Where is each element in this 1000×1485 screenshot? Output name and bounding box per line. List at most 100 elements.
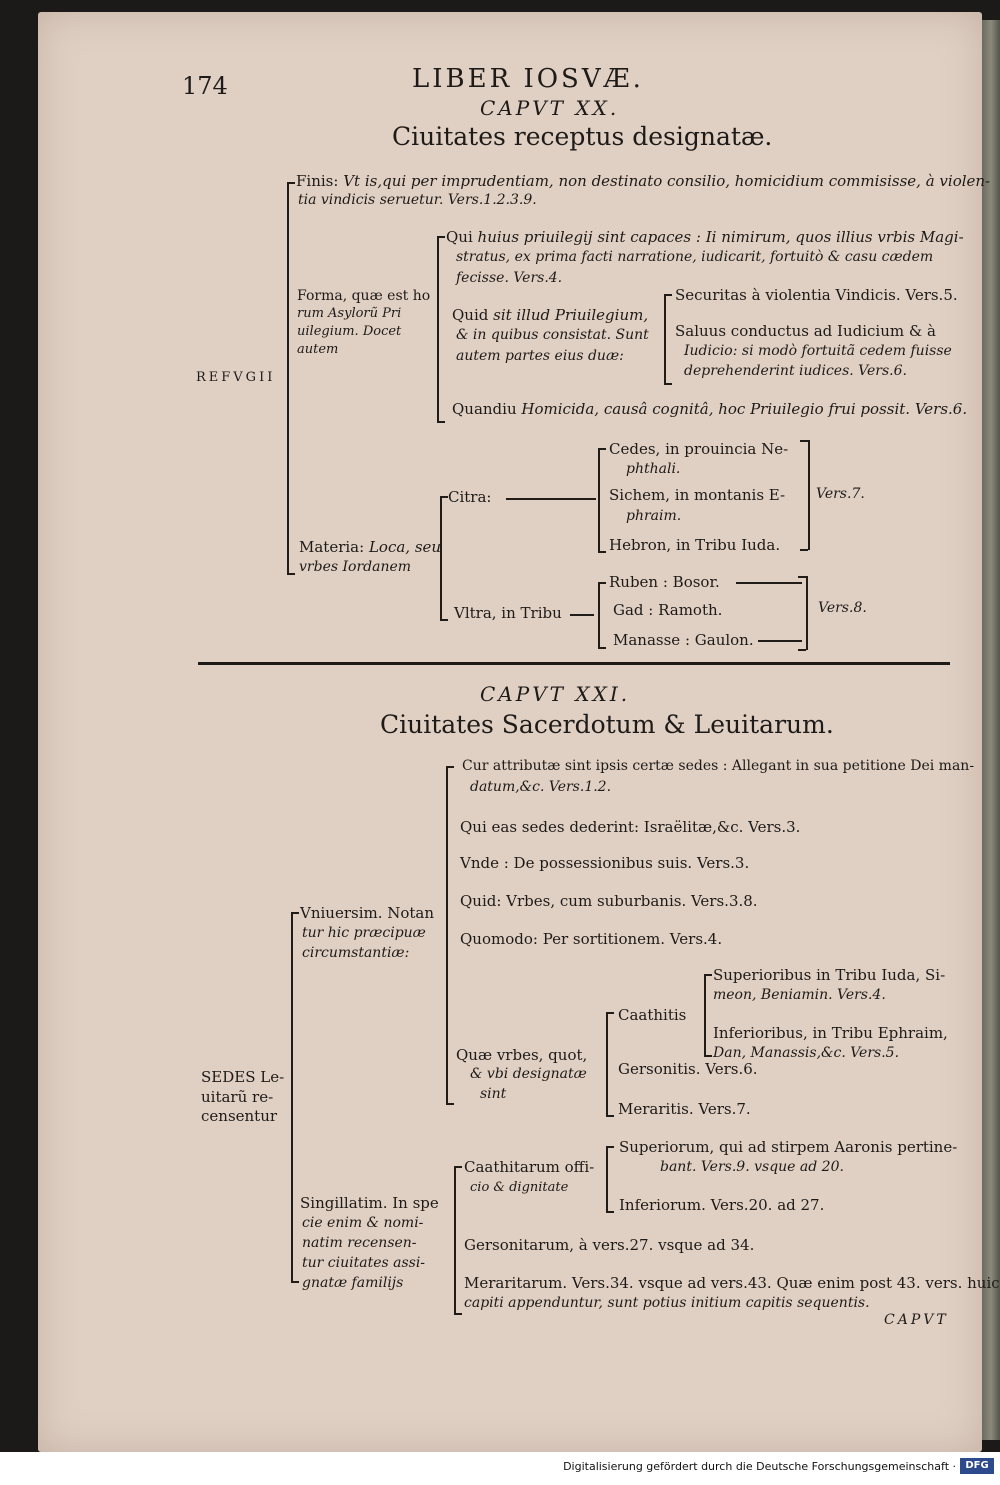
caathitis-line: Caathitis bbox=[618, 1006, 687, 1024]
chapter-20-heading: CAPVT XX. bbox=[480, 96, 620, 120]
caathitarum-line-1: Caathitarum offi- bbox=[464, 1158, 595, 1176]
qui-line-1: Qui huius priuilegij sint capaces : Ii n… bbox=[446, 228, 964, 246]
citra-label: Citra: bbox=[448, 488, 492, 506]
brace-tick bbox=[800, 440, 808, 442]
forma-label-2: rum Asylorũ Pri bbox=[297, 306, 402, 321]
materia-line-2: vrbes Iordanem bbox=[299, 559, 412, 575]
running-title: LIBER IOSVÆ. bbox=[412, 64, 644, 94]
quid-vrbes-line: Quid: Vrbes, cum suburbanis. Vers.3.8. bbox=[460, 892, 758, 910]
superioribus-line-1: Superioribus in Tribu Iuda, Si- bbox=[713, 966, 946, 984]
qui-line-3: fecisse. Vers.4. bbox=[456, 270, 563, 286]
brace-tick bbox=[446, 1103, 454, 1105]
sichem-line-1: Sichem, in montanis E- bbox=[609, 486, 786, 504]
securitas-line: Securitas à violentia Vindicis. Vers.5. bbox=[675, 286, 958, 304]
brace-tick bbox=[606, 1211, 614, 1213]
brace-tick bbox=[664, 294, 672, 296]
singillatim-line-3: natim recensen- bbox=[302, 1235, 417, 1251]
brace-caathitarum bbox=[606, 1146, 608, 1212]
inferioribus-line-2: Dan, Manassis,&c. Vers.5. bbox=[713, 1045, 900, 1061]
saluus-line-2: Iudicio: si modò fortuitã cedem fuisse bbox=[684, 343, 952, 359]
cedes-line-1: Cedes, in prouincia Ne- bbox=[609, 440, 789, 458]
ruben-line: Ruben : Bosor. bbox=[609, 573, 720, 591]
brace-vltra bbox=[598, 582, 600, 648]
brace-refugii bbox=[287, 182, 289, 574]
vltra-connector bbox=[570, 614, 594, 616]
quid-line-3: autem partes eius duæ: bbox=[456, 348, 624, 364]
finis-line-2: tia vindicis seruetur. Vers.1.2.3.9. bbox=[298, 192, 537, 208]
brace-tick bbox=[291, 912, 299, 914]
footer-credit: Digitalisierung gefördert durch die Deut… bbox=[563, 1460, 956, 1473]
vltra-vers: Vers.8. bbox=[818, 600, 867, 616]
vniuersim-line-2: tur hic præcipuæ bbox=[302, 925, 426, 941]
brace-tick bbox=[606, 1012, 614, 1014]
brace-vltra-right bbox=[806, 576, 808, 650]
brace-tick bbox=[606, 1146, 614, 1148]
quae-line-2: & vbi designatæ bbox=[470, 1066, 587, 1082]
singillatim-line-1: Singillatim. In spe bbox=[300, 1194, 439, 1212]
brace-tick bbox=[664, 383, 672, 385]
page-number: 174 bbox=[182, 72, 228, 100]
ruben-connector bbox=[736, 582, 802, 584]
superioribus-line-2: meon, Beniamin. Vers.4. bbox=[713, 987, 886, 1003]
brace-tick bbox=[454, 1166, 462, 1168]
sichem-line-2: phraim. bbox=[626, 508, 682, 524]
chapter-21-heading: CAPVT XXI. bbox=[480, 682, 631, 706]
brace-tick bbox=[598, 448, 606, 450]
brace-tick bbox=[598, 647, 606, 649]
saluus-line-1: Saluus conductus ad Iudicium & à bbox=[675, 322, 936, 340]
brace-singillatim bbox=[454, 1166, 456, 1314]
brace-tick bbox=[598, 582, 606, 584]
saluus-line-3: deprehenderint iudices. Vers.6. bbox=[684, 363, 907, 379]
gersonitis-line: Gersonitis. Vers.6. bbox=[618, 1060, 758, 1078]
superiorum-line-2: bant. Vers.9. vsque ad 20. bbox=[660, 1159, 844, 1175]
brace-tick bbox=[291, 1281, 299, 1283]
brace-caathitis bbox=[704, 974, 706, 1056]
superiorum-line-1: Superiorum, qui ad stirpem Aaronis perti… bbox=[619, 1138, 958, 1156]
brace-tick bbox=[446, 766, 454, 768]
brace-tick bbox=[287, 573, 295, 575]
brace-tick bbox=[287, 182, 295, 184]
brace-tick bbox=[437, 421, 445, 423]
finis-line-1: Finis: Vt is,qui per imprudentiam, non d… bbox=[296, 172, 991, 190]
cur-line-1: Cur attributæ sint ipsis certæ sedes : A… bbox=[462, 758, 975, 774]
meraritis-line: Meraritis. Vers.7. bbox=[618, 1100, 751, 1118]
root-sedes-1: SEDES Le- bbox=[201, 1068, 285, 1086]
chapter-separator-rule bbox=[198, 662, 950, 665]
citra-vers: Vers.7. bbox=[816, 486, 865, 502]
chapter-20-title: Ciuitates receptus designatæ. bbox=[392, 122, 773, 151]
inferioribus-line-1: Inferioribus, in Tribu Ephraim, bbox=[713, 1024, 948, 1042]
cur-line-2: datum,&c. Vers.1.2. bbox=[470, 779, 612, 795]
quae-line-1: Quæ vrbes, quot, bbox=[456, 1046, 588, 1064]
manasse-line: Manasse : Gaulon. bbox=[613, 631, 754, 649]
brace-tick bbox=[454, 1313, 462, 1315]
vnde-line: Vnde : De possessionibus suis. Vers.3. bbox=[460, 854, 750, 872]
gersonitarum-line: Gersonitarum, à vers.27. vsque ad 34. bbox=[464, 1236, 755, 1254]
quid-line-2: & in quibus consistat. Sunt bbox=[456, 327, 649, 343]
meraritarum-line-2: capiti appenduntur, sunt potius initium … bbox=[464, 1295, 870, 1311]
brace-vniuersim bbox=[446, 766, 448, 1104]
root-sedes-2: uitarũ re- bbox=[201, 1088, 274, 1106]
quandiu-line: Quandiu Homicida, causâ cognitâ, hoc Pri… bbox=[452, 400, 968, 418]
root-refugii: REFVGII bbox=[196, 370, 276, 385]
chapter-21-title: Ciuitates Sacerdotum & Leuitarum. bbox=[380, 710, 834, 739]
brace-tick bbox=[437, 236, 445, 238]
brace-tick bbox=[606, 1115, 614, 1117]
quid-line-1: Quid sit illud Priuilegium, bbox=[452, 306, 649, 324]
brace-tick bbox=[800, 549, 808, 551]
brace-forma bbox=[437, 236, 439, 422]
meraritarum-line-1: Meraritarum. Vers.34. vsque ad vers.43. … bbox=[464, 1274, 1000, 1292]
caathitarum-line-2: cio & dignitate bbox=[470, 1180, 569, 1195]
singillatim-line-5: gnatæ familijs bbox=[302, 1275, 404, 1291]
forma-label-3: uilegium. Docet bbox=[297, 324, 402, 339]
singillatim-line-2: cie enim & nomi- bbox=[302, 1215, 424, 1231]
brace-sedes bbox=[291, 912, 293, 1282]
brace-tick bbox=[704, 1055, 712, 1057]
dfg-logo: DFG bbox=[960, 1458, 994, 1474]
forma-label-1: Forma, quæ est ho bbox=[297, 288, 431, 304]
brace-citra bbox=[598, 448, 600, 552]
footer-bar bbox=[0, 1452, 1000, 1485]
catchword: CAPVT bbox=[884, 1312, 949, 1328]
brace-tick bbox=[704, 974, 712, 976]
qui-line-2: stratus, ex prima facti narratione, iudi… bbox=[456, 249, 934, 265]
book-page bbox=[38, 12, 982, 1452]
